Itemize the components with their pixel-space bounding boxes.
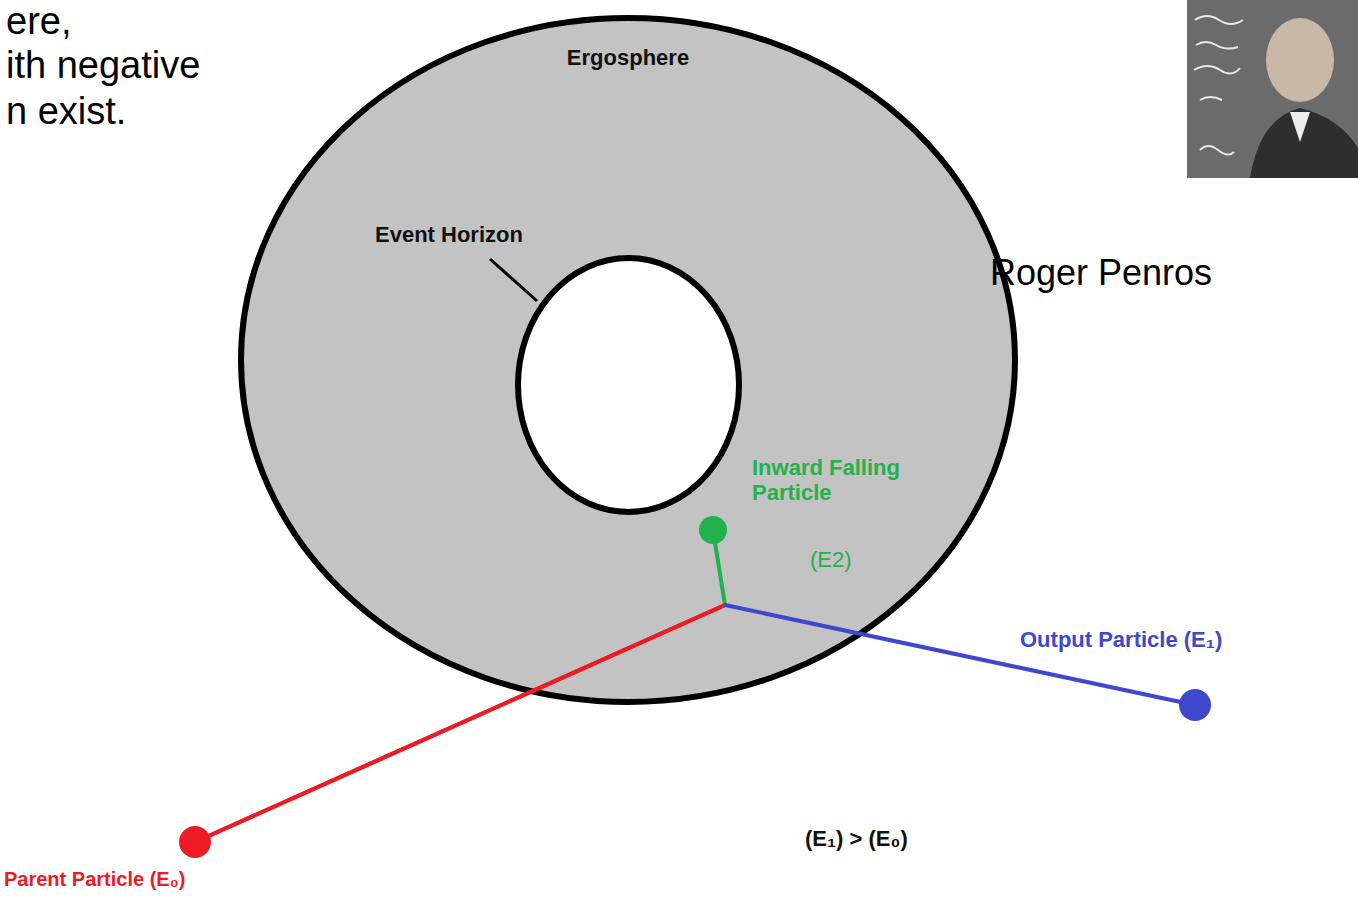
chalk-marks (1194, 16, 1243, 155)
dot-shape (179, 826, 211, 858)
region-label: Ergosphere (238, 45, 1018, 70)
event-horizon: Event Horizon (515, 255, 742, 515)
boundary (241, 18, 1015, 702)
path-segment (210, 605, 725, 835)
portrait-body (1250, 108, 1358, 178)
path-segment (715, 544, 725, 605)
particle-dot: Output Particle (E₁) (1179, 689, 1211, 721)
dot-shape (699, 516, 727, 544)
portrait-photo (1187, 0, 1358, 178)
ellipse-outline (515, 255, 742, 515)
path-segment (725, 605, 1179, 702)
cropped-text: n exist. (6, 90, 126, 134)
portrait-head (1266, 18, 1334, 102)
person-name: Roger Penros (990, 252, 1212, 293)
ergosphere-region: ErgosphereEvent HorizonInward Falling Pa… (238, 15, 1018, 705)
boundary (518, 258, 739, 512)
particle-label: Inward Falling Particle (752, 455, 972, 506)
particle-marker (699, 516, 727, 544)
ellipse-outline (238, 15, 1018, 705)
dot-shape (1179, 689, 1211, 721)
particle-marker (1179, 689, 1211, 721)
cropped-text: ere, (6, 0, 71, 44)
photo-frame (1187, 0, 1358, 178)
horizon-label: Event Horizon (375, 222, 523, 247)
energy-label: (E2) (810, 547, 852, 572)
particle-label: Parent Particle (E₀) (4, 868, 185, 891)
particle-marker (179, 826, 211, 858)
particle-dot: Inward Falling Particle(E2) (699, 516, 727, 544)
chalkboard (1187, 0, 1358, 178)
energy-relation: (E₁) > (E₀) (805, 826, 908, 851)
particle-path (210, 544, 725, 836)
particle-dot: Parent Particle (E₀) (179, 826, 211, 858)
particle-label: Output Particle (E₁) (1020, 627, 1222, 652)
path-segment (210, 605, 725, 835)
portrait-collar (1290, 112, 1310, 142)
cropped-text: ith negative (6, 44, 200, 88)
leader-line (490, 259, 537, 301)
